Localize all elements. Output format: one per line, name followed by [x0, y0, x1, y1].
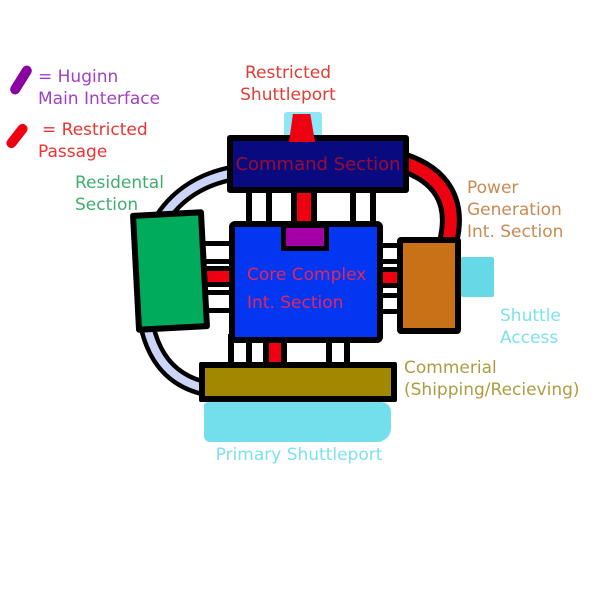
power-generation-section-box — [397, 237, 461, 334]
legend-restricted-label: = Restricted Passage — [38, 120, 148, 162]
restricted-shuttleport-label: Restricted Shuttleport — [240, 63, 336, 105]
residential-section-box — [129, 209, 211, 333]
residential-section-label: Residental Section — [75, 173, 164, 215]
primary-shuttleport-label: Primary Shuttleport — [215, 445, 383, 465]
primary-shuttleport-pad — [204, 402, 391, 442]
command-section-box: Command Section — [227, 135, 409, 193]
shuttle-access-label: Shuttle Access — [500, 306, 561, 348]
command-section-label: Command Section — [235, 153, 401, 175]
power-generation-label: Power Generation Int. Section — [467, 178, 564, 242]
legend-huginn-label: = Huginn Main Interface — [38, 67, 161, 109]
restricted-passage-tube — [396, 156, 457, 248]
huginn-main-interface-box — [281, 223, 329, 251]
restricted-shuttleport-pad — [289, 114, 315, 142]
commercial-section-box — [199, 362, 397, 402]
core-complex-label-line2: Int. Section — [247, 293, 344, 313]
commercial-section-label: Commerial (Shipping/Recieving) — [404, 358, 580, 400]
shuttle-access-pad — [461, 257, 494, 297]
core-complex-label-line1: Core Complex — [247, 265, 367, 285]
